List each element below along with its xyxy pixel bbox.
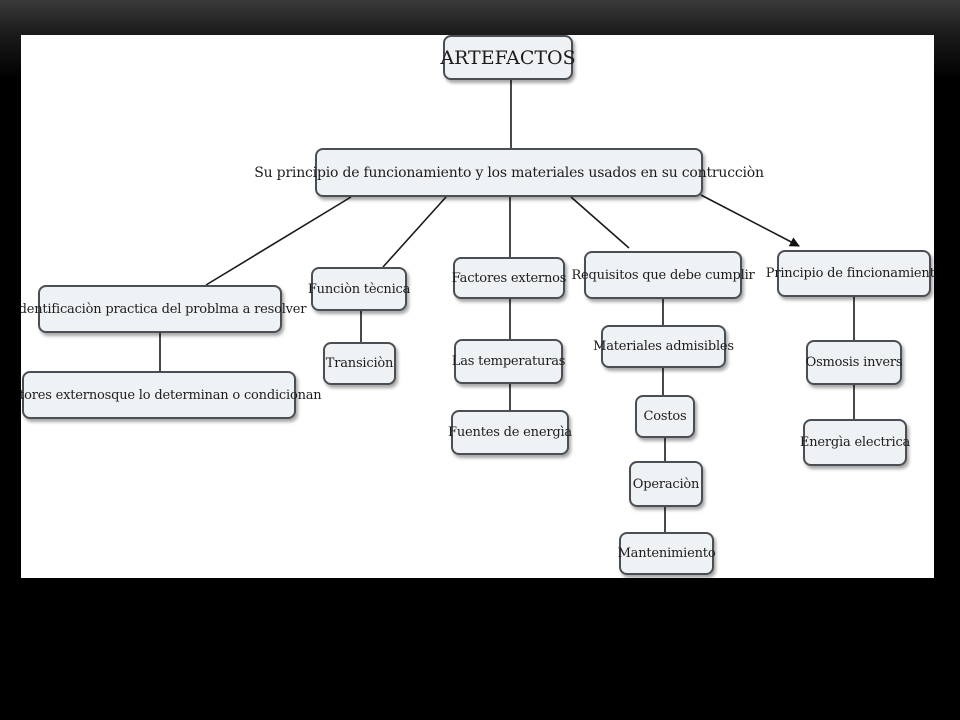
branch-node-principio-funcionamiento: Principio de fincionamiento xyxy=(766,250,934,297)
leaf-node-costos: Costos xyxy=(635,395,695,438)
branch-node-funcion-tecnica: Funciòn tècnica xyxy=(308,267,410,311)
root-node-artefactos: ARTEFACTOS xyxy=(440,35,576,80)
branch-node-identificacion: Identificaciòn practica del problma a re… xyxy=(21,285,307,333)
leaf-node-operacion: Operaciòn xyxy=(629,461,703,507)
leaf-node-transicion: Transiciòn xyxy=(323,342,396,385)
leaf-node-factores-externos-determinan: Factores externosque lo determinan o con… xyxy=(21,371,322,419)
connector-main-branch-1 xyxy=(205,196,352,286)
connector-main-branch-5 xyxy=(700,194,800,247)
branch-node-requisitos: Requisitos que debe cumplir xyxy=(571,251,755,299)
concept-map-canvas: ARTEFACTOS Su principio de funcionamient… xyxy=(21,35,934,578)
connector-main-branch-4 xyxy=(570,196,630,249)
leaf-node-mantenimiento: Mantenimiento xyxy=(618,532,716,575)
leaf-node-fuentes-de-energia: Fuentes de energìa xyxy=(448,410,572,455)
branch-node-factores-externos: Factores externos xyxy=(452,257,566,299)
connector-main-branch-2 xyxy=(382,196,447,268)
leaf-node-materiales-admisibles: Materiales admisibles xyxy=(593,325,734,368)
leaf-node-energia-electrica: Energìa electrica xyxy=(800,419,910,466)
connector-lines xyxy=(159,80,855,532)
leaf-node-las-temperaturas: Las temperaturas xyxy=(452,339,565,384)
leaf-node-osmosis-invers: Osmosis invers xyxy=(806,340,903,385)
main-principle-node: Su principio de funcionamiento y los mat… xyxy=(254,148,764,197)
